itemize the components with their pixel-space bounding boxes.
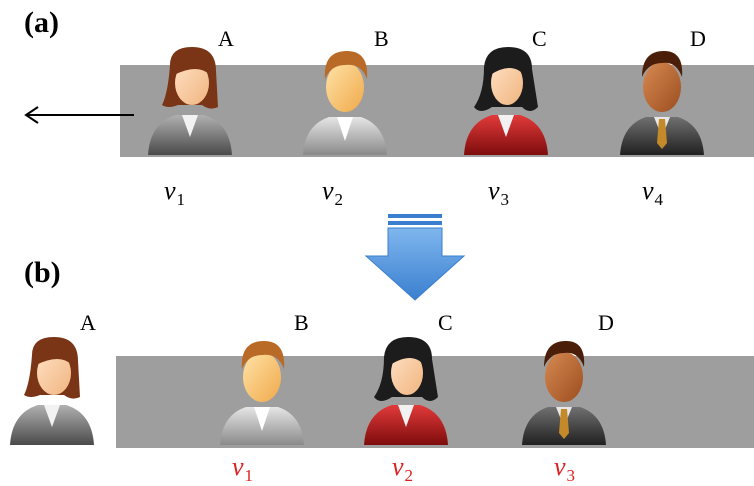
panel-b-var-2: v2 bbox=[392, 452, 414, 485]
panel-b-var-1: v1 bbox=[232, 452, 254, 485]
person-a-avatar bbox=[140, 45, 240, 155]
panel-a-letter-b: B bbox=[374, 26, 389, 51]
panel-b-letter-b: B bbox=[294, 310, 309, 335]
panel-a-letter-c: C bbox=[532, 26, 547, 51]
person-a-avatar bbox=[2, 335, 102, 445]
panel-a-letter-a: A bbox=[218, 26, 234, 51]
panel-b-letter-a: A bbox=[80, 310, 96, 335]
panel-b-label: (b) bbox=[24, 256, 61, 289]
person-b-avatar bbox=[212, 335, 312, 445]
panel-a-label: (a) bbox=[24, 6, 59, 39]
person-c-avatar bbox=[456, 45, 556, 155]
panel-a-var-4: v4 bbox=[642, 176, 664, 209]
panel-a-letter-d: D bbox=[690, 26, 706, 51]
panel-b-letter-c: C bbox=[438, 310, 453, 335]
down-arrow-icon bbox=[364, 214, 466, 301]
person-d-avatar bbox=[612, 45, 712, 155]
panel-a-var-2: v2 bbox=[322, 176, 344, 209]
person-b-avatar bbox=[295, 45, 395, 155]
left-arrow-icon bbox=[24, 106, 134, 124]
panel-a-var-3: v3 bbox=[488, 176, 510, 209]
person-d-avatar bbox=[514, 335, 614, 445]
panel-b-letter-d: D bbox=[598, 310, 614, 335]
person-c-avatar bbox=[356, 335, 456, 445]
panel-b-var-3: v3 bbox=[554, 452, 576, 485]
panel-a-var-1: v1 bbox=[164, 176, 186, 209]
